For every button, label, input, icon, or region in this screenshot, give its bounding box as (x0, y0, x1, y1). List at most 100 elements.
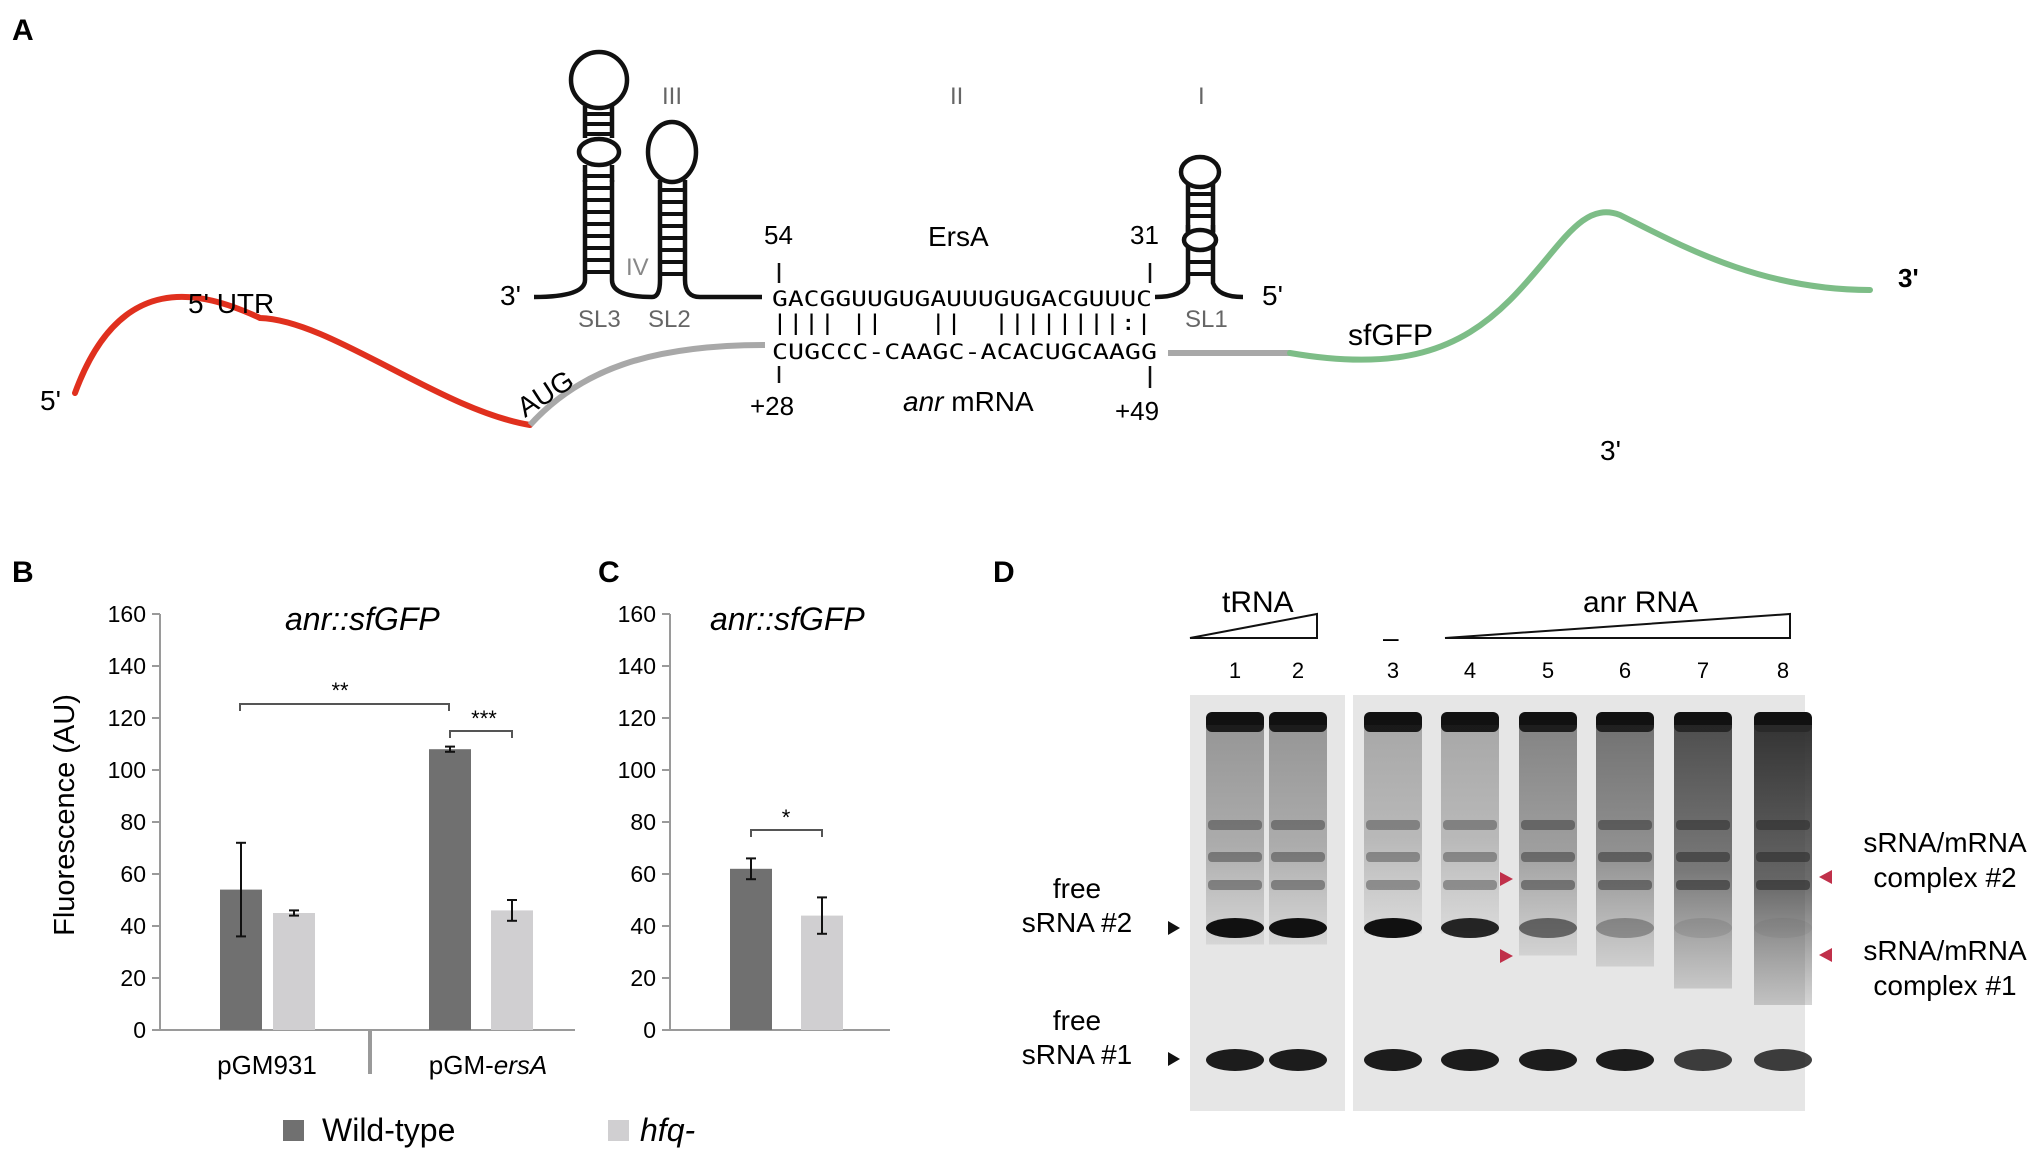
gel-complex-band (1676, 852, 1730, 862)
gel-complex-band (1271, 852, 1325, 862)
gel-free-srna1-band (1519, 1049, 1577, 1071)
gel-complex-band (1443, 820, 1497, 830)
gel-complex-band (1443, 852, 1497, 862)
gel-lanes (1206, 712, 1812, 1071)
roman-3-label: III (662, 83, 682, 110)
sl1-hairpin (1178, 154, 1222, 276)
chart-c-sig-bracket (750, 829, 823, 837)
gel-free-srna2-band (1519, 918, 1577, 938)
lane-number: 5 (1542, 658, 1554, 683)
gel-complex-band (1676, 820, 1730, 830)
lane-number: 8 (1777, 658, 1789, 683)
gel-free-srna1-band (1674, 1049, 1732, 1071)
panel-c-letter: C (598, 556, 620, 589)
roman-1-label: I (1198, 83, 1205, 110)
panel-c-title: anr::sfGFP (710, 601, 865, 637)
lane-number: 7 (1697, 658, 1709, 683)
anr-pos-left: +28 (750, 391, 794, 421)
legend-hfq-swatch (608, 1120, 629, 1141)
gel-free-srna2-band (1596, 918, 1654, 938)
sl1-label: SL1 (1185, 306, 1228, 333)
gel-free-srna1-band (1754, 1049, 1812, 1071)
y-tick-label: 40 (120, 913, 146, 939)
gel-complex-band (1756, 880, 1810, 890)
complex2-label-line2: complex #2 (1873, 862, 2016, 893)
panel-b-title: anr::sfGFP (285, 601, 440, 637)
legend-wildtype-swatch (283, 1120, 304, 1141)
y-tick-label: 20 (630, 965, 656, 991)
gel-smear (1206, 725, 1264, 945)
five-prime-label: 5' (40, 385, 61, 416)
bar (273, 913, 315, 1030)
ersa-sequence: GACGGUUGUGAUUUGUGACGUUUC (772, 287, 1152, 311)
y-tick-label: 160 (108, 601, 146, 627)
utr-curve (72, 293, 533, 428)
legend-wildtype-label: Wild-type (322, 1112, 455, 1148)
no-rna-dash: – (1383, 622, 1399, 653)
y-tick-label: 140 (618, 653, 656, 679)
lane-number: 1 (1229, 658, 1241, 683)
free-srna2-label-line2: sRNA #2 (1022, 907, 1133, 938)
gel-free-srna2-band (1674, 918, 1732, 938)
gel-complex-band (1271, 820, 1325, 830)
three-prime-below-label: 3' (1600, 435, 1621, 466)
trna-label: tRNA (1222, 586, 1294, 619)
gel-free-srna1-band (1206, 1049, 1264, 1071)
free-srna2-label-line1: free (1053, 873, 1101, 904)
y-tick-label: 0 (643, 1017, 656, 1043)
three-prime-end-label: 3' (1898, 263, 1919, 293)
chart-c-sig-label: * (782, 805, 791, 830)
chart-b-sig-label-1: ** (331, 678, 349, 703)
gel-complex-band (1756, 820, 1810, 830)
complex1-label-line2: complex #1 (1873, 970, 2016, 1001)
lane-number: 3 (1387, 658, 1399, 683)
gel-free-srna1-band (1269, 1049, 1327, 1071)
cds-curve (527, 342, 766, 428)
gel-smear (1519, 725, 1577, 956)
utr-label: 5' UTR (188, 288, 274, 319)
chart-b-category-2-italic: ersA (494, 1050, 547, 1080)
gel-free-srna2-band (1269, 918, 1327, 938)
free-srna1-arrow (1168, 1052, 1180, 1066)
free-srna2-arrow (1168, 921, 1180, 935)
anr-mrna-label: anr mRNA (903, 386, 1034, 417)
gel-complex-band (1208, 880, 1262, 890)
anr-rna-wedge (1444, 612, 1791, 639)
sl2-label: SL2 (648, 306, 691, 333)
lane5-complex1-arrow (1500, 949, 1513, 963)
ersa-backbone-left (533, 180, 762, 300)
gfp-curve (1287, 209, 1873, 363)
ersa-pos-right: 31 (1130, 220, 1159, 250)
y-tick-label: 80 (630, 809, 656, 835)
gel-complex-band (1521, 852, 1575, 862)
anr-mrna-italic: anr (903, 386, 945, 417)
gel-complex-band (1366, 880, 1420, 890)
panel-b: B anr::sfGFP Fluorescence (AU) 020406080… (12, 556, 575, 1080)
ersa-name: ErsA (928, 221, 989, 252)
sl3-label: SL3 (578, 306, 621, 333)
free-srna1-label-line1: free (1053, 1005, 1101, 1036)
gel-free-srna2-band (1754, 918, 1812, 938)
y-tick-label: 60 (120, 861, 146, 887)
gel-complex-band (1208, 852, 1262, 862)
ersa-pos-left: 54 (764, 220, 793, 250)
panel-a: A 5' UTR 5' AUG sfGFP 3' 3' (12, 14, 1919, 466)
complex1-label-line1: sRNA/mRNA (1863, 935, 2027, 966)
gel-complex-band (1521, 880, 1575, 890)
chart-b-category-2-prefix: pGM- (429, 1050, 494, 1080)
bar (429, 749, 471, 1030)
base-pairing: |||| || || ||||||||:| (772, 311, 1152, 336)
sl3-hairpin (568, 49, 630, 274)
legend-hfq-label: hfq- (640, 1112, 695, 1148)
ersa-3prime: 3' (500, 280, 521, 311)
anr-mrna-rest: mRNA (943, 386, 1034, 417)
chart-b-sig-bracket-2 (449, 730, 513, 738)
gel-free-srna1-band (1441, 1049, 1499, 1071)
gel-complex-band (1366, 820, 1420, 830)
legend: Wild-type hfq- (283, 1112, 695, 1148)
gel-smear (1364, 725, 1422, 934)
